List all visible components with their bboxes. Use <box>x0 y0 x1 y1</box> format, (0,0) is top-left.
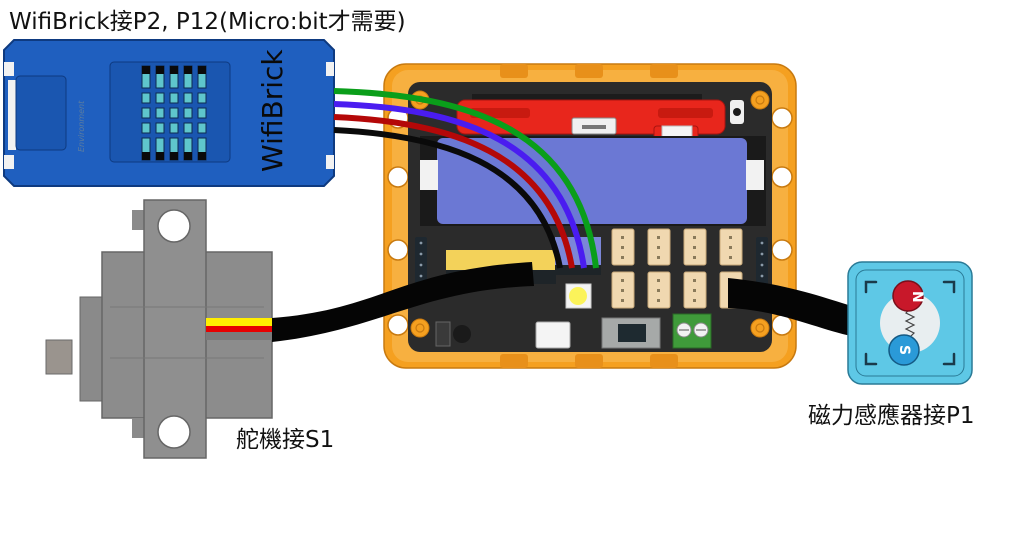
buzzer <box>453 325 471 343</box>
servo-module <box>45 199 273 459</box>
magnetic-sensor-label: 磁力感應器接P1 <box>808 403 975 429</box>
north-label: N <box>909 291 925 303</box>
frame-studs <box>500 64 678 368</box>
wire-black <box>333 127 563 269</box>
side-headers <box>415 237 768 287</box>
wire-green <box>333 88 599 269</box>
wifibrick-label: WifiBrick <box>256 49 289 172</box>
wifibrick-module: Environment WifiBrick <box>3 39 335 187</box>
wire-red <box>333 114 575 269</box>
north-pole <box>892 280 924 312</box>
battery <box>437 138 747 224</box>
diode <box>435 321 451 347</box>
reset-button[interactable] <box>733 108 741 116</box>
wifibrick-sublabel: Environment <box>77 100 86 152</box>
controller-board <box>383 63 797 369</box>
edge-connector <box>472 94 702 100</box>
south-label: S <box>896 345 912 355</box>
mounting-screws <box>410 90 770 338</box>
usb-port[interactable] <box>535 321 571 349</box>
magnetic-sensor-module: N S <box>847 261 973 385</box>
servo-label: 舵機接S1 <box>236 427 335 453</box>
magnetic-sensor-cable <box>728 278 852 336</box>
servo-cable <box>272 262 534 342</box>
wire-blue <box>333 101 587 269</box>
title-label: WifiBrick接P2, P12(Micro:bit才需要) <box>9 9 406 35</box>
south-pole <box>888 334 920 366</box>
wifibrick-wires <box>333 88 599 269</box>
